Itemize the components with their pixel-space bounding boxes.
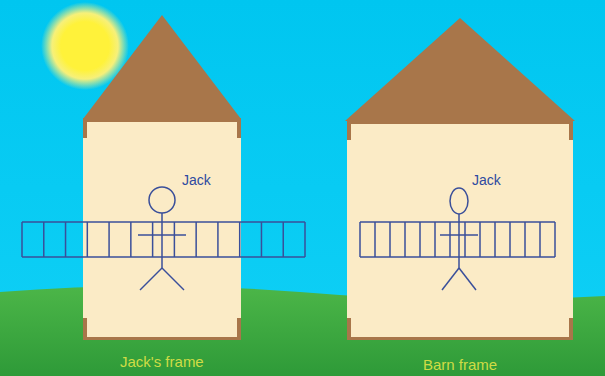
ladder-rung — [359, 222, 361, 257]
barn-post — [237, 318, 241, 340]
ladder-rung — [282, 222, 284, 257]
barn-post — [347, 120, 351, 140]
ladder-rung — [87, 222, 89, 257]
ladder-rung — [464, 222, 466, 257]
ladder-rung — [494, 222, 496, 257]
barn-beam — [347, 120, 573, 124]
ladder-rung — [108, 222, 110, 257]
figure-name: Jack — [182, 173, 211, 188]
ladder-rung — [261, 222, 263, 257]
ladder-rung — [404, 222, 406, 257]
barn-wall — [83, 118, 241, 340]
ladder-rung — [479, 222, 481, 257]
barn-wall — [347, 120, 573, 340]
ladder-rung — [239, 222, 241, 257]
ladder — [22, 222, 305, 257]
ladder-rung — [152, 222, 154, 257]
barn-roof — [83, 15, 241, 119]
ladder-rung — [374, 222, 376, 257]
ladder-rung — [524, 222, 526, 257]
ladder-rung — [434, 222, 436, 257]
ladder-rung — [389, 222, 391, 257]
barn-post — [237, 118, 241, 138]
barn-post — [347, 318, 351, 340]
barn-post — [83, 118, 87, 138]
barn-beam — [83, 118, 241, 122]
barn-sill — [83, 337, 241, 340]
stick-figure — [440, 188, 478, 290]
ladder-rung — [304, 222, 306, 257]
barn-post — [569, 318, 573, 340]
ladder-rung — [419, 222, 421, 257]
figure-name: Jack — [472, 173, 501, 188]
barn-post — [569, 120, 573, 140]
barn-roof — [345, 18, 575, 121]
ladder-rung — [21, 222, 23, 257]
ladder-rung — [509, 222, 511, 257]
ladder-rung — [195, 222, 197, 257]
barn-post — [83, 318, 87, 340]
ladder-rung — [65, 222, 67, 257]
barn-left — [83, 15, 241, 340]
ladder-rung — [130, 222, 132, 257]
ladder-rung — [554, 222, 556, 257]
ladder-rung — [539, 222, 541, 257]
ladder-rung — [449, 222, 451, 257]
barn-right — [345, 18, 575, 340]
stick-figure — [138, 187, 186, 290]
ladder — [360, 222, 555, 257]
frame-caption: Jack's frame — [120, 354, 204, 371]
ladder-rung — [43, 222, 45, 257]
frame-caption: Barn frame — [423, 357, 497, 374]
ladder-rung — [217, 222, 219, 257]
ladder-rung — [174, 222, 176, 257]
barn-sill — [347, 337, 573, 340]
